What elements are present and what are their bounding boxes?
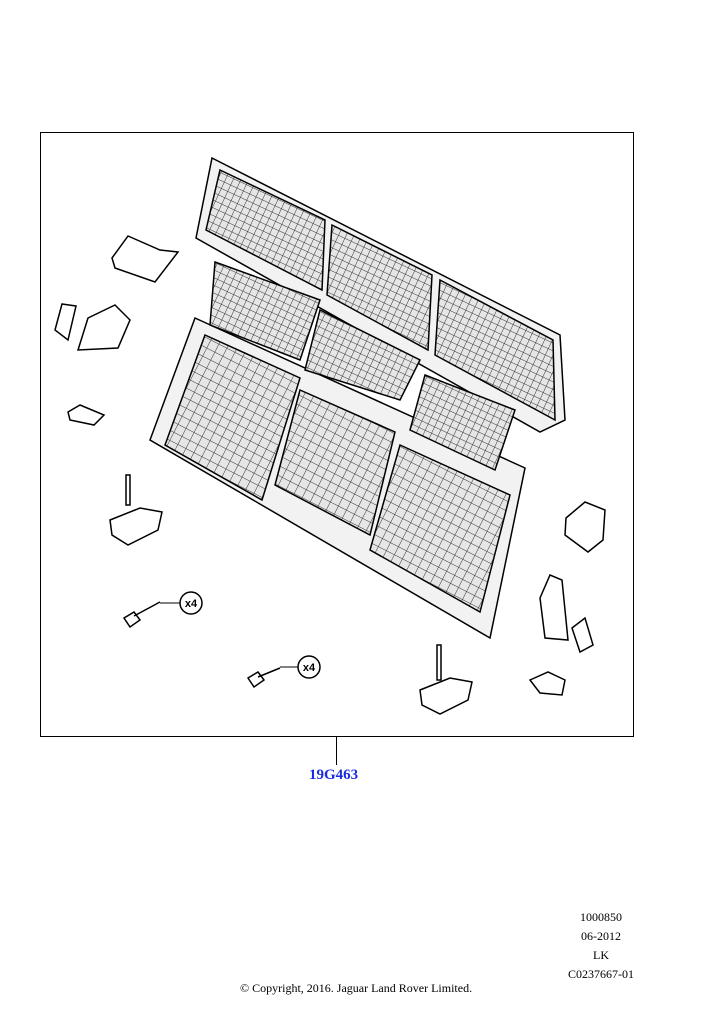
- leader-line: [336, 737, 337, 765]
- parts-illustration: x4 x4: [54, 156, 606, 715]
- drawing-reference: C0237667-01: [568, 967, 634, 981]
- upper-grille-panel: [195, 156, 566, 472]
- right-brackets: [419, 501, 606, 715]
- copyright-text: © Copyright, 2016. Jaguar Land Rover Lim…: [240, 981, 473, 995]
- illustration-frame: [40, 132, 634, 737]
- left-brackets: [54, 235, 180, 546]
- bolts: [122, 601, 281, 689]
- part-number-link[interactable]: 19G463: [309, 767, 359, 783]
- drawing-date: 06-2012: [581, 929, 621, 943]
- drawing-metadata: 1000850 06-2012 LK C0237667-01: [568, 908, 634, 984]
- drawing-number: 1000850: [580, 910, 622, 924]
- callout-quantity: x4: [185, 598, 198, 610]
- quantity-callouts: x4 x4: [160, 591, 321, 679]
- drawing-code: LK: [593, 948, 609, 962]
- callout-quantity: x4: [303, 662, 316, 674]
- lower-grille-panel: [149, 316, 526, 640]
